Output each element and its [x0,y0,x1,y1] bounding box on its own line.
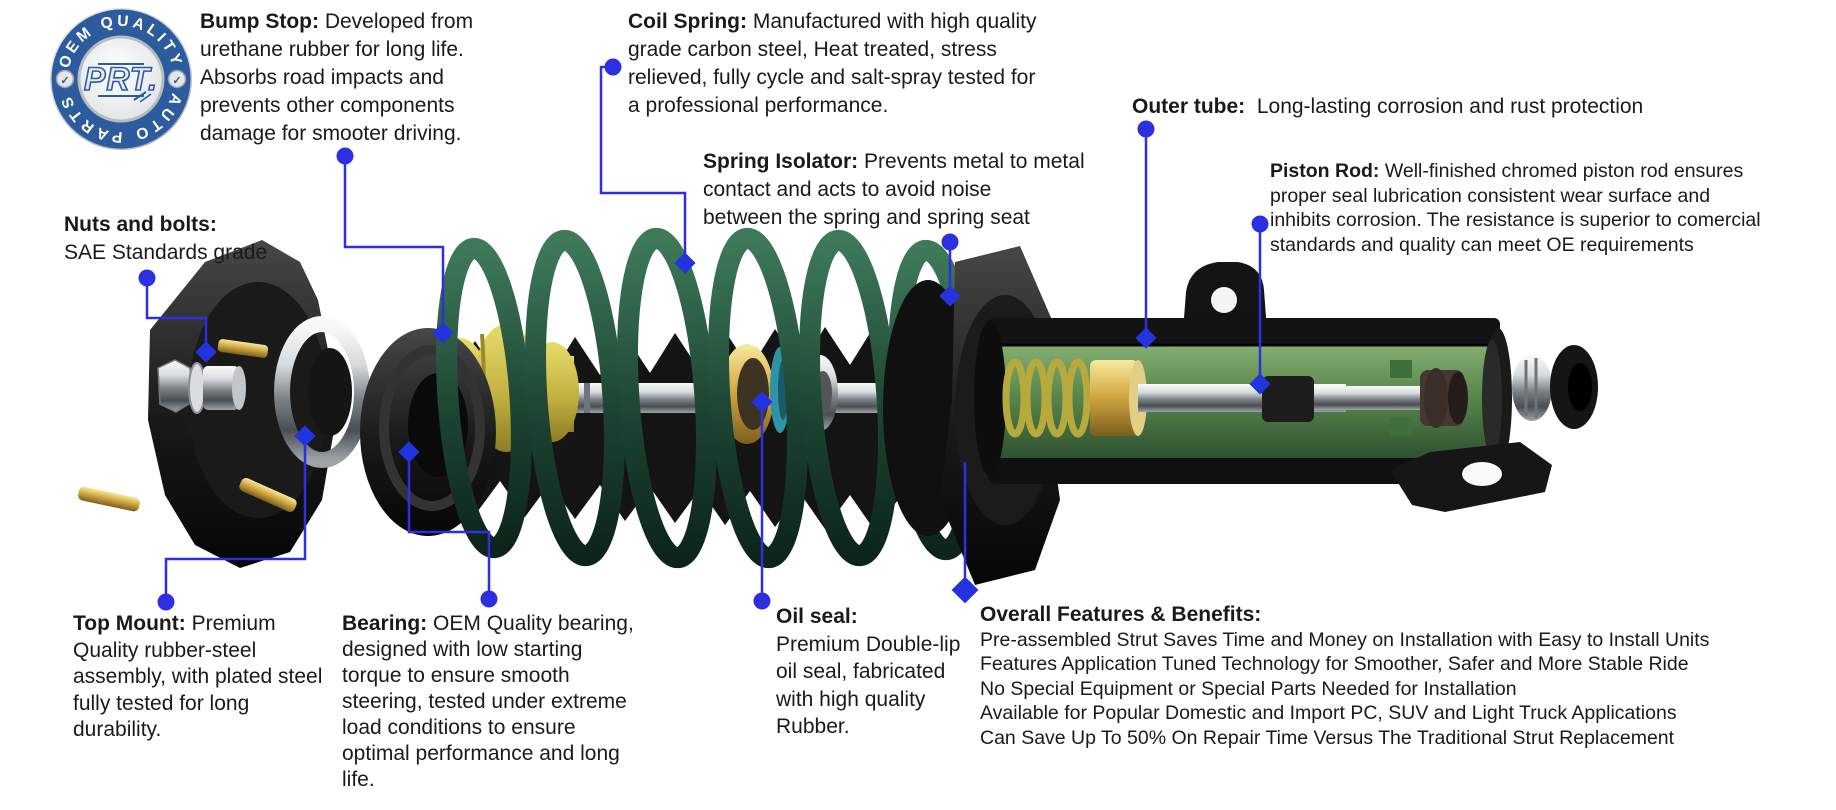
callout-body-lines: Quality rubber-steel assembly, with plate… [73,638,322,744]
callout-nuts-bolts: Nuts and bolts: SAE Standards grade [64,211,267,267]
callout-oil-seal: Oil seal: Premium Double-lip oil seal, fa… [776,603,960,741]
callout-line: steering, tested under extreme [342,690,627,713]
callout-bump-stop: Bump Stop: Developed from urethane rubbe… [200,8,473,148]
callout-body-lines: SAE Standards grade [64,239,267,267]
leader-oil-seal [751,391,773,610]
callout-line: Available for Popular Domestic and Impor… [980,702,1677,724]
callout-line: Premium Double-lip [776,632,961,656]
leader-coil-spring [599,58,696,274]
rebound-spring [1002,358,1091,438]
callout-title: Bearing: [342,612,428,635]
callout-title: Outer tube: [1132,95,1246,118]
callout-line: optimal performance and long [342,742,620,765]
leader-outer-tube [1135,120,1157,349]
callout-line: Can Save Up To 50% On Repair Time Versus… [980,726,1675,749]
callout-body: Developed from [318,10,474,33]
strut-part-body [974,318,1512,484]
callout-body: OEM Quality bearing, [427,612,634,635]
callout-line: Features Application Tuned Technology fo… [980,653,1689,675]
callout-body: Manufactured with high quality [747,10,1037,33]
leader-bump-stop [336,147,454,344]
callout-line: Rubber. [776,715,850,738]
callout-title: Oil seal: [776,605,858,628]
callout-line: oil seal, fabricated [776,660,946,683]
callout-title: Bump Stop: [200,10,319,33]
callout-line: Absorbs road impacts and [200,66,444,89]
callout-body-lines: proper seal lubrication consistent wear … [1270,184,1761,258]
callout-body-lines: designed with low starting torque to ensu… [342,637,634,793]
logo-center-wordmark: PRT. [83,60,158,103]
callout-title: Top Mount: [73,612,186,635]
callout-spring-isolator: Spring Isolator: Prevents metal to metal… [703,148,1085,232]
callout-line: proper seal lubrication consistent wear … [1270,184,1711,207]
strut-part-lower-bracket [1390,442,1552,512]
callout-overall-features: Overall Features & Benefits: Pre-assembl… [980,603,1709,750]
callout-line: Pre-assembled Strut Saves Time and Money… [980,628,1710,651]
callout-line: life. [342,768,375,791]
callout-line: fully tested for long [73,691,250,715]
callout-line: durability. [73,718,162,741]
callout-body: Long-lasting corrosion and rust protecti… [1245,95,1644,118]
callout-body: Prevents metal to metal [858,150,1085,173]
callout-line: SAE Standards grade [64,241,268,264]
callout-title: Coil Spring: [628,10,747,33]
callout-line: designed with low starting [342,638,583,661]
svg-text:✓: ✓ [60,75,69,87]
callout-title: Spring Isolator: [703,150,859,173]
callout-line: contact and acts to avoid noise [703,178,992,201]
prt-logo: OEM QUALITY AUTO PARTS ✓ ✓ PRT. [50,8,192,150]
callout-body-lines: grade carbon steel, Heat treated, stress… [628,36,1037,120]
callout-line: standards and quality can meet OE requir… [1270,233,1694,256]
callout-line: assembly, with plated steel [73,665,323,688]
callout-title: Overall Features & Benefits: [980,603,1262,626]
callout-line: Quality rubber-steel [73,638,257,662]
leader-spring-isolator [939,233,961,307]
callout-line: load conditions to ensure [342,716,576,739]
callout-coil-spring: Coil Spring: Manufactured with high qual… [628,8,1037,120]
leader-overall-features [951,462,979,604]
callout-line: urethane rubber for long life. [200,38,464,61]
callout-body-lines: Pre-assembled Strut Saves Time and Money… [980,628,1709,751]
callout-title: Nuts and bolts: [64,213,217,236]
callout-title: Piston Rod: [1270,160,1380,182]
callout-line: torque to ensure smooth [342,664,570,687]
callout-line: with high quality [776,687,926,711]
callout-line: between the spring and spring seat [703,206,1030,229]
svg-text:✓: ✓ [172,75,181,87]
callout-body-lines: contact and acts to avoid noise between t… [703,176,1085,232]
strut-part-end-caps [1512,345,1598,429]
callout-outer-tube: Outer tube: Long-lasting corrosion and r… [1132,93,1643,121]
callout-body: Premium [185,612,276,635]
callout-body-lines: urethane rubber for long life. Absorbs ro… [200,36,473,148]
svg-text:PRT.: PRT. [84,61,158,97]
callout-line: relieved, fully cycle and salt-spray tes… [628,66,1036,89]
strut-part-nut-bolt [157,359,246,414]
callout-body-lines: Premium Double-lip oil seal, fabricated wi… [776,631,960,741]
logo-check-left: ✓ [55,69,75,89]
callout-line: a professional performance. [628,94,889,117]
logo-check-right: ✓ [167,69,187,89]
callout-line: inhibits corrosion. The resistance is su… [1270,209,1761,231]
callout-top-mount: Top Mount: Premium Quality rubber-steel a… [73,611,322,744]
callout-line: damage for smooter driving. [200,122,462,145]
callout-line: No Special Equipment or Special Parts Ne… [980,677,1517,700]
callout-bearing: Bearing: OEM Quality bearing, designed w… [342,611,634,793]
callout-body: Well-finished chromed piston rod ensures [1379,160,1744,182]
callout-line: grade carbon steel, Heat treated, stress [628,38,997,61]
callout-piston-rod: Piston Rod: Well-finished chromed piston… [1270,159,1761,257]
callout-line: prevents other components [200,94,455,117]
